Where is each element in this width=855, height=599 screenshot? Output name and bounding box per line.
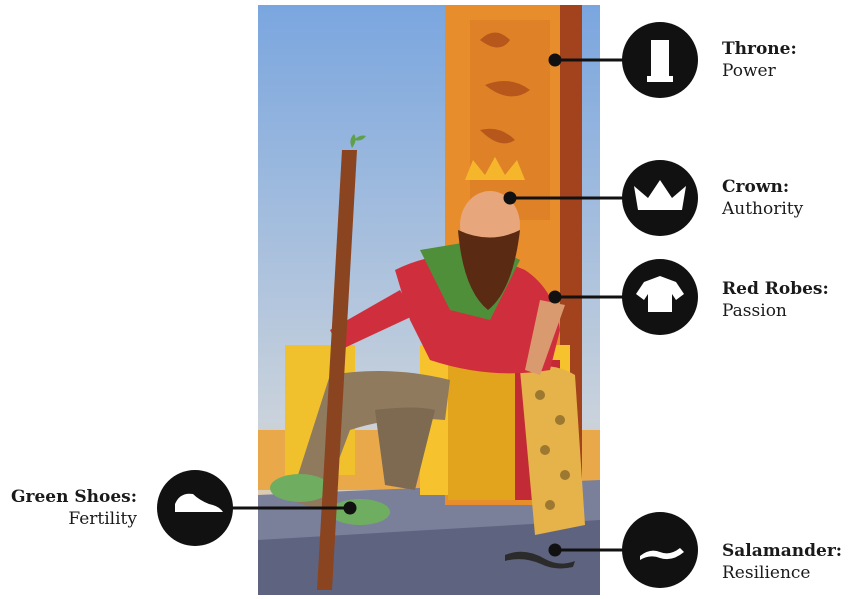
crown-badge [622,160,698,236]
callout-crown: Crown: Authority [722,176,803,220]
green-shoe-left [270,474,330,502]
green-shoe-right [330,499,390,525]
salamander-badge [622,512,698,588]
callout-throne: Throne: Power [722,38,797,82]
callout-term: Red Robes: [722,278,829,300]
shoes-badge [157,470,233,546]
callout-salamander: Salamander: Resilience [722,540,842,584]
callout-shoes: Green Shoes: Fertility [0,486,137,530]
callout-meaning: Passion [722,300,829,322]
callout-meaning: Fertility [0,508,137,530]
callout-term: Throne: [722,38,797,60]
throne-seat-side [448,360,518,500]
callout-term: Crown: [722,176,803,198]
callout-meaning: Authority [722,198,803,220]
robe-badge [622,259,698,335]
throne-badge [622,22,698,98]
callout-meaning: Resilience [722,562,842,584]
callout-meaning: Power [722,60,797,82]
callout-term: Salamander: [722,540,842,562]
callout-robes: Red Robes: Passion [722,278,829,322]
callout-term: Green Shoes: [0,486,137,508]
throne-carving-panel [470,20,550,220]
